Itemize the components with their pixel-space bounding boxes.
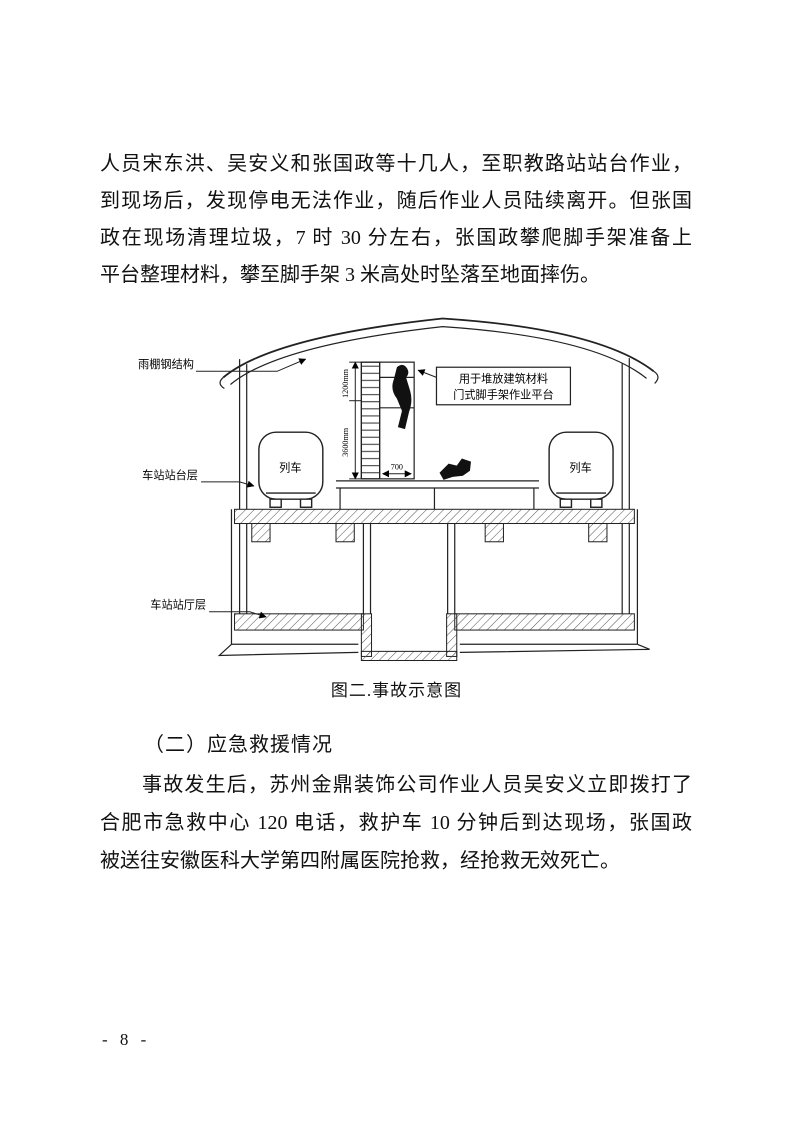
paragraph-2: 事故发生后，苏州金鼎装饰公司作业人员吴安义立即拨打了 合肥市急救中心 120 电… xyxy=(100,766,692,880)
train-left-label: 列车 xyxy=(279,461,301,475)
platform-slab xyxy=(234,508,635,525)
island-platform-deck xyxy=(336,480,539,510)
paragraph-1: 人员宋东洪、吴安义和张国政等十几人，至职教路站站台作业， 到现场后，发现停电无法… xyxy=(100,146,692,294)
section-heading: （二）应急救援情况 xyxy=(144,734,333,756)
canopy-label: 雨棚钢结构 xyxy=(138,357,194,371)
text-line: 政在现场清理垃圾，7 时 30 分左右，张国政攀爬脚手架准备上 xyxy=(100,227,692,249)
dimension-1200mm: 1200mm xyxy=(341,368,350,398)
hall-level-label: 车站站厅层 xyxy=(150,598,206,612)
platform-level-label: 车站站台层 xyxy=(142,468,198,482)
train-right-label: 列车 xyxy=(569,461,591,475)
scaffold-width-dimension: 700 xyxy=(381,463,412,478)
callout-line-1: 用于堆放建筑材料 xyxy=(459,371,548,385)
dimension-3600mm: 3600mm xyxy=(341,427,350,457)
platform-columns xyxy=(251,522,608,543)
label-canopy: 雨棚钢结构 xyxy=(138,357,307,372)
canopy-roof xyxy=(219,317,659,390)
station-walls xyxy=(238,358,630,614)
central-shaft xyxy=(362,523,456,614)
ground-outline xyxy=(217,509,650,657)
equipment-figure xyxy=(439,458,471,480)
text-line: 事故发生后，苏州金鼎装饰公司作业人员吴安义立即拨打了 xyxy=(142,774,692,796)
climbing-worker-figure xyxy=(392,364,412,430)
page-number: - 8 - xyxy=(102,1030,151,1049)
text-line: 平台整理材料，攀至脚手架 3 米高处时坠落至地面摔伤。 xyxy=(100,264,600,286)
accident-diagram: 列车 列车 xyxy=(138,317,659,662)
figure-accident-diagram: 列车 列车 xyxy=(130,306,678,672)
scaffold-callout: 用于堆放建筑材料 门式脚手架作业平台 xyxy=(417,366,572,406)
callout-line-2: 门式脚手架作业平台 xyxy=(453,388,553,402)
dimension-700: 700 xyxy=(391,463,403,472)
label-platform-level: 车站站台层 xyxy=(142,468,255,488)
text-line: 到现场后，发现停电无法作业，随后作业人员陆续离开。但张国 xyxy=(100,190,692,212)
concourse-floor-slab xyxy=(234,613,635,662)
scaffold-height-dimension: 1200mm 3600mm xyxy=(341,361,362,480)
text-line: 人员宋东洪、吴安义和张国政等十几人，至职教路站站台作业， xyxy=(100,153,692,175)
text-line: 被送往安徽医科大学第四附属医院抢救，经抢救无效死亡。 xyxy=(100,850,620,872)
label-hall-level: 车站站厅层 xyxy=(150,598,267,619)
train-right: 列车 xyxy=(548,431,614,508)
text-line: 合肥市急救中心 120 电话，救护车 10 分钟后到达现场，张国政 xyxy=(100,812,692,834)
train-left: 列车 xyxy=(258,431,324,508)
figure-caption: 图二.事故示意图 xyxy=(330,681,463,700)
